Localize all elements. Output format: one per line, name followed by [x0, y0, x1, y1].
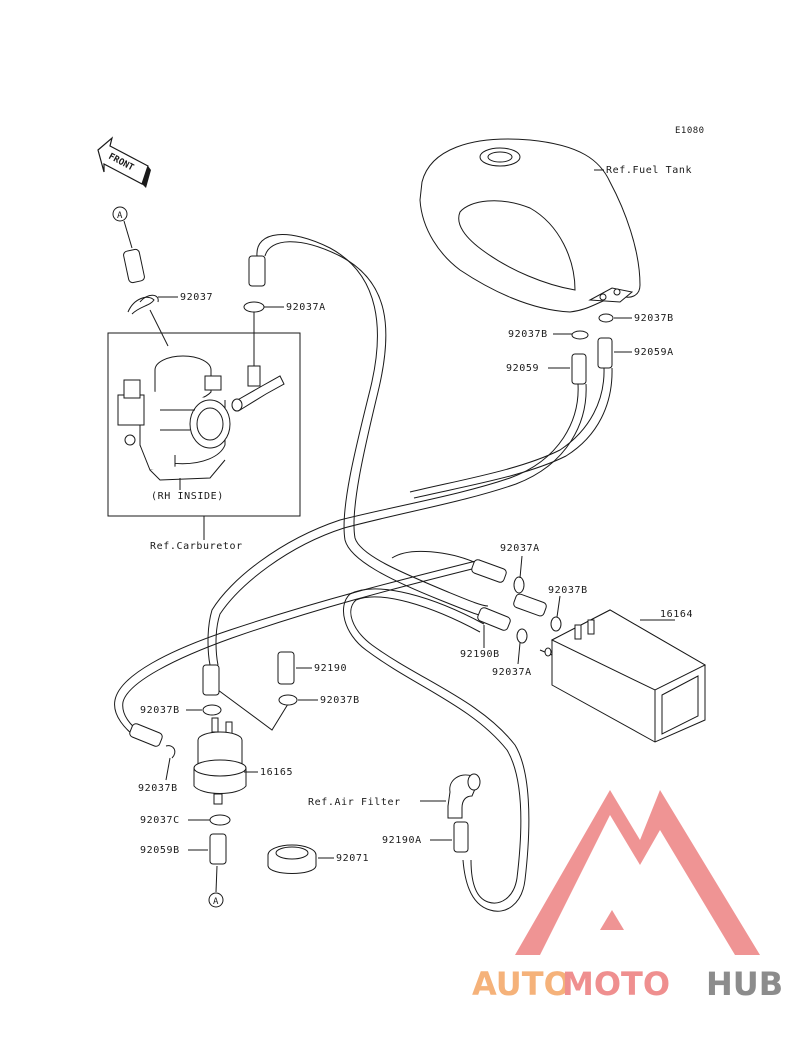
- label-92037: 92037: [180, 292, 213, 303]
- label-92037a-top: 92037A: [286, 302, 326, 313]
- hose-piece-top-left: [123, 248, 145, 284]
- front-arrow: FRONT: [97, 136, 151, 188]
- label-92190: 92190: [314, 663, 347, 674]
- watermark-logo: [515, 790, 760, 955]
- clip-92037a-top: [243, 301, 284, 313]
- tube-92059a: [597, 337, 613, 369]
- hose-piece-92190a: [453, 821, 469, 853]
- watermark-text-hub: HUB: [706, 965, 783, 1003]
- label-92059a: 92059A: [634, 347, 674, 358]
- label-92037b-filter-left: 92037B: [140, 705, 180, 716]
- label-92190a: 92190A: [382, 835, 422, 846]
- label-92037b-tank-left: 92037B: [508, 329, 548, 340]
- label-carburetor: Ref.Carburetor: [150, 541, 243, 552]
- label-16165: 16165: [260, 767, 293, 778]
- clip-92037b-mid: [550, 616, 562, 632]
- hose-piece-left: [129, 723, 163, 747]
- clip-92037: [127, 294, 178, 315]
- hose-piece-filter-top: [202, 664, 220, 696]
- label-air-filter: Ref.Air Filter: [308, 797, 401, 808]
- hose-piece-mid-1: [471, 559, 507, 583]
- clip-92037a-low: [516, 628, 528, 644]
- clip-92037c: [209, 814, 231, 826]
- label-92037a-mid: 92037A: [500, 543, 540, 554]
- label-92037a-low: 92037A: [492, 667, 532, 678]
- fuel-filter-16165: [193, 717, 247, 805]
- tube-92059: [571, 353, 587, 385]
- label-16164: 16164: [660, 609, 693, 620]
- callout-a-top: A: [112, 206, 133, 249]
- label-92037b-tank-right: 92037B: [634, 313, 674, 324]
- label-92037b-filter-right: 92037B: [320, 695, 360, 706]
- t-fitting: [231, 312, 285, 412]
- watermark-text-moto: MOTO: [562, 965, 670, 1003]
- hose-piece-mid-2: [513, 593, 547, 617]
- air-filter-elbow: [447, 773, 481, 819]
- callout-a-top-label: A: [117, 211, 123, 221]
- hose-piece-92190b: [477, 607, 511, 631]
- clip-92037b-left: [165, 745, 176, 759]
- label-92190b: 92190B: [460, 649, 500, 660]
- label-fuel-tank: Ref.Fuel Tank: [606, 165, 692, 176]
- clip-92037b-tank-left: [571, 330, 589, 340]
- rh-inside-label: (RH INSIDE): [151, 491, 224, 502]
- clip-92037a-mid: [513, 576, 525, 594]
- fuel-tank: [419, 138, 641, 313]
- watermark: AUTO MOTO HUB: [472, 790, 783, 1003]
- label-92037b-mid: 92037B: [548, 585, 588, 596]
- carburetor-illustration: [117, 355, 231, 481]
- label-92037c: 92037C: [140, 815, 180, 826]
- hose-network: [114, 234, 613, 912]
- canister-16164: [539, 609, 707, 743]
- clip-92037b-filter-right: [278, 694, 298, 706]
- grommet-92071: [267, 844, 317, 874]
- hose-piece-top-center: [248, 255, 266, 287]
- label-92071: 92071: [336, 853, 369, 864]
- clip-92037b-filter-left: [202, 704, 222, 716]
- label-92059b: 92059B: [140, 845, 180, 856]
- callout-a-bottom: A: [208, 865, 224, 908]
- callout-a-bottom-label: A: [213, 897, 219, 907]
- diagram-code: E1080: [675, 126, 705, 136]
- tube-92059b: [209, 833, 227, 865]
- clip-92037b-tank-right: [598, 313, 614, 323]
- hose-piece-92190: [277, 651, 295, 685]
- label-92059: 92059: [506, 363, 539, 374]
- watermark-text-auto: AUTO: [472, 965, 571, 1003]
- label-92037b-left: 92037B: [138, 783, 178, 794]
